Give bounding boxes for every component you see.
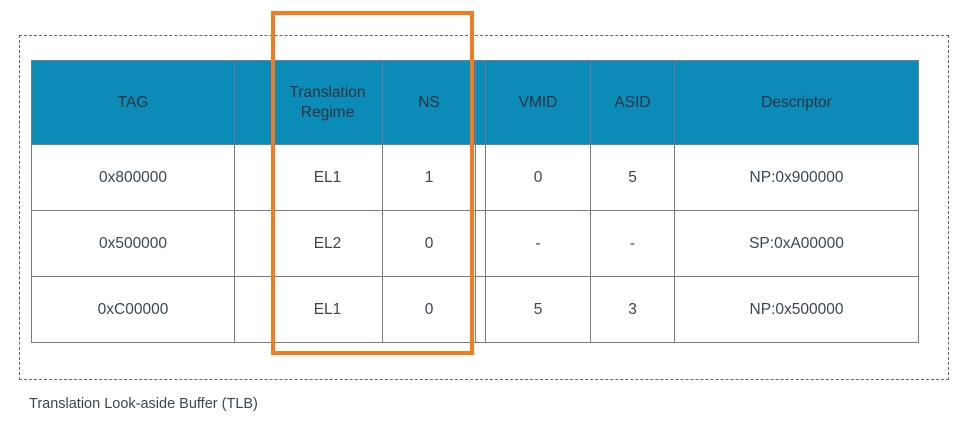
cell-translation-regime: EL1: [272, 276, 383, 343]
column-header-tag: TAG: [31, 60, 235, 145]
table-header-row: TAG Translation Regime NS VMID ASID Desc…: [31, 60, 919, 145]
cell-translation-regime: EL2: [272, 210, 383, 277]
cell-descriptor: SP:0xA00000: [674, 210, 919, 277]
column-header-asid: ASID: [590, 60, 675, 145]
table-row: 0x800000 EL1 1 0 5 NP:0x900000: [31, 144, 919, 211]
cell-ns: 0: [382, 276, 476, 343]
figure-caption: Translation Look-aside Buffer (TLB): [29, 396, 258, 412]
cell-gap: [475, 276, 486, 343]
cell-asid: -: [590, 210, 675, 277]
tlb-entry-table: TAG Translation Regime NS VMID ASID Desc…: [31, 60, 919, 343]
column-header-gap: [475, 60, 486, 145]
cell-asid: 5: [590, 144, 675, 211]
cell-spacer: [234, 210, 273, 277]
column-header-translation-regime-line1: Translation: [289, 84, 366, 102]
cell-spacer: [234, 276, 273, 343]
column-header-ns: NS: [382, 60, 476, 145]
cell-vmid: 5: [485, 276, 591, 343]
cell-vmid: 0: [485, 144, 591, 211]
cell-gap: [475, 210, 486, 277]
cell-vmid: -: [485, 210, 591, 277]
cell-spacer: [234, 144, 273, 211]
cell-asid: 3: [590, 276, 675, 343]
cell-tag: 0x800000: [31, 144, 235, 211]
table-row: 0xC00000 EL1 0 5 3 NP:0x500000: [31, 276, 919, 343]
column-header-spacer: [234, 60, 273, 145]
cell-tag: 0x500000: [31, 210, 235, 277]
column-header-translation-regime: Translation Regime: [272, 60, 383, 145]
cell-ns: 0: [382, 210, 476, 277]
cell-gap: [475, 144, 486, 211]
cell-descriptor: NP:0x900000: [674, 144, 919, 211]
tlb-container-frame: [19, 35, 949, 380]
column-header-vmid: VMID: [485, 60, 591, 145]
column-header-descriptor: Descriptor: [674, 60, 919, 145]
cell-tag: 0xC00000: [31, 276, 235, 343]
cell-ns: 1: [382, 144, 476, 211]
table-row: 0x500000 EL2 0 - - SP:0xA00000: [31, 210, 919, 277]
cell-translation-regime: EL1: [272, 144, 383, 211]
cell-descriptor: NP:0x500000: [674, 276, 919, 343]
column-header-translation-regime-line2: Regime: [300, 103, 355, 121]
